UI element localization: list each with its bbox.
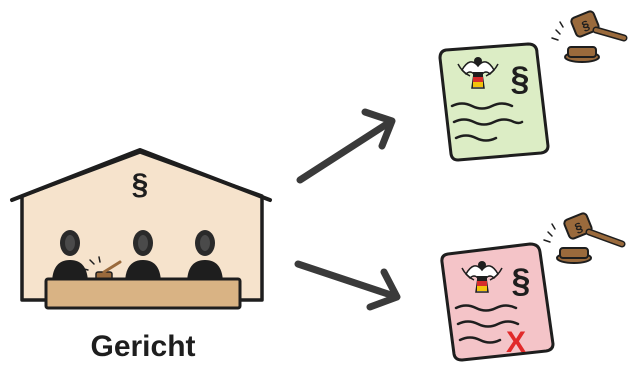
building-roof bbox=[10, 148, 272, 202]
document-sheet bbox=[438, 42, 550, 162]
arrow-icon bbox=[294, 260, 401, 311]
document-section-symbol: § bbox=[512, 262, 531, 300]
document-section-symbol: § bbox=[511, 60, 530, 98]
judges-bench bbox=[44, 277, 242, 310]
gavel-icon: § bbox=[543, 212, 626, 264]
document-accepted: § bbox=[438, 42, 550, 162]
reject-mark: X bbox=[506, 326, 526, 359]
document-text-lines bbox=[450, 102, 524, 142]
gavel-icon: § bbox=[551, 10, 628, 63]
arrow-icon bbox=[296, 108, 396, 184]
document-text-lines bbox=[454, 304, 520, 344]
court-building: § bbox=[10, 148, 272, 310]
court-label: Gericht bbox=[90, 330, 195, 363]
federal-eagle-icon bbox=[461, 261, 503, 293]
federal-eagle-icon bbox=[457, 57, 499, 89]
court-section-symbol: § bbox=[132, 168, 149, 201]
document-rejected: § X bbox=[440, 242, 555, 362]
document-sheet bbox=[440, 242, 555, 362]
